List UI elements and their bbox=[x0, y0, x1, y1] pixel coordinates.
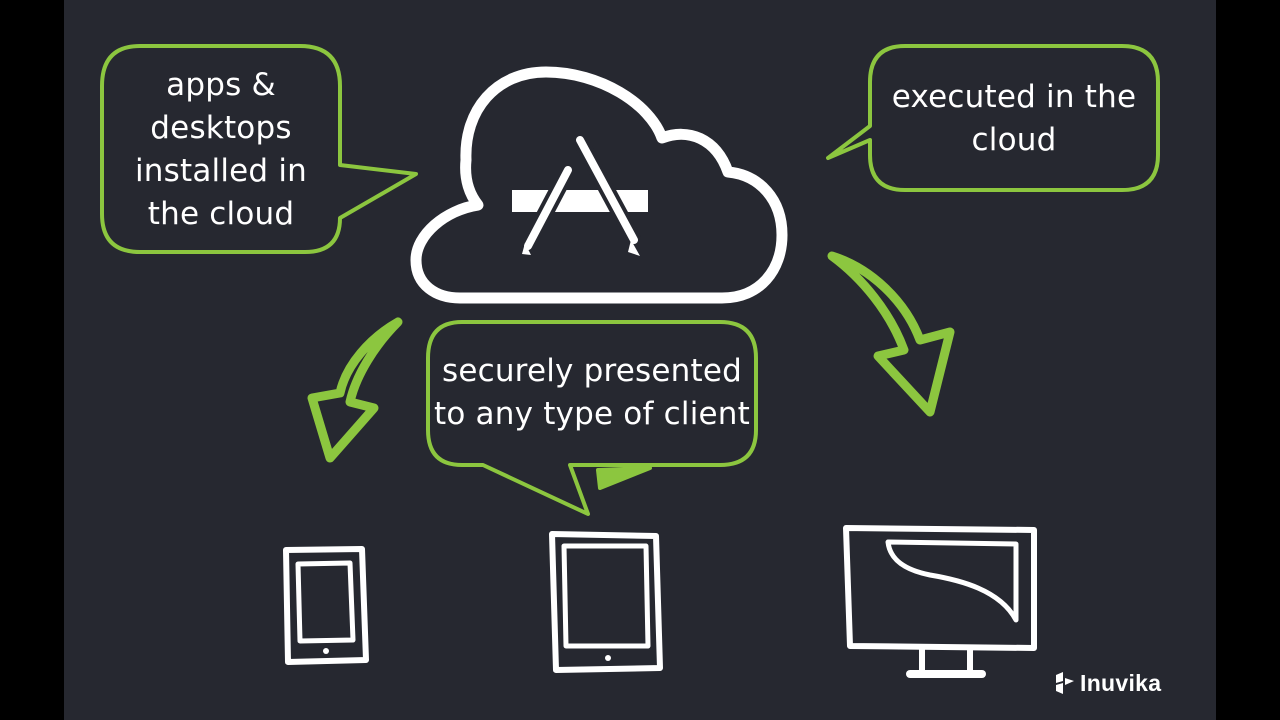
bubble-executed bbox=[826, 44, 1160, 192]
monitor-icon bbox=[843, 525, 1037, 678]
slide bbox=[64, 0, 1216, 720]
cloud-icon bbox=[410, 66, 788, 304]
arrow-right-icon bbox=[827, 251, 955, 417]
bubble-installed bbox=[100, 44, 418, 254]
brand-logo: Inuvika bbox=[1054, 668, 1161, 698]
brand-name: Inuvika bbox=[1080, 669, 1162, 696]
bubble-installed-text: apps & desktops installed in the cloud bbox=[134, 67, 308, 232]
bubble-presented bbox=[426, 320, 758, 516]
bubble-executed-text: executed in the cloud bbox=[891, 79, 1137, 158]
inuvika-logo-icon bbox=[1056, 672, 1074, 694]
bubble-presented-text: securely presented to any type of client bbox=[433, 353, 750, 432]
arrow-center-icon bbox=[596, 466, 652, 490]
tablet-icon bbox=[549, 531, 663, 673]
app-store-icon bbox=[512, 136, 648, 256]
phone-icon bbox=[283, 546, 369, 665]
arrow-left-icon bbox=[307, 317, 403, 463]
